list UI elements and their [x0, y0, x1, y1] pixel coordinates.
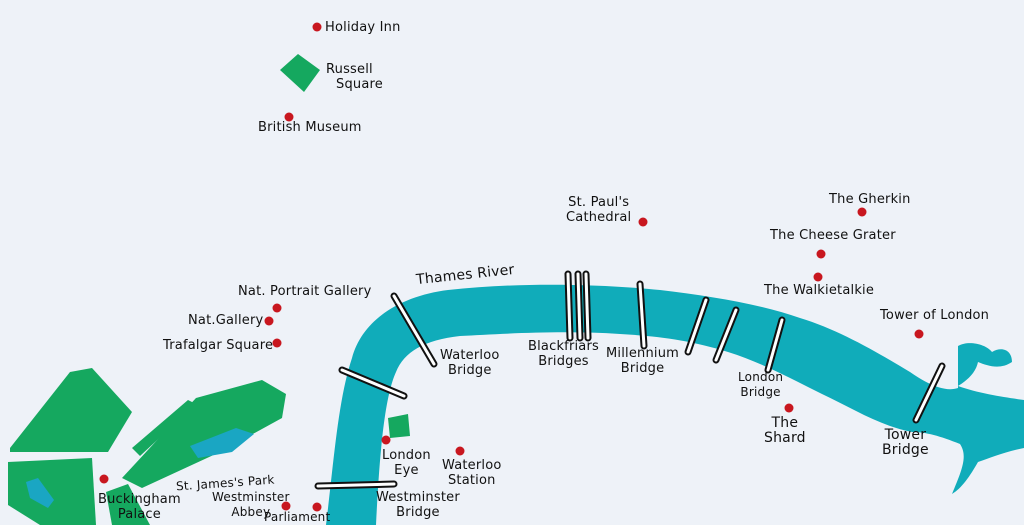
- millennium-bridge-mark: [636, 280, 648, 350]
- tower-of-london-marker: [914, 329, 924, 339]
- cannon-bridge-mark: [712, 306, 740, 364]
- westminster-abbey-marker: [281, 501, 291, 511]
- tower-bridge-mark: [912, 362, 946, 424]
- green-park: [10, 368, 132, 452]
- park-strip: [132, 400, 196, 456]
- waterloo-station-marker: [455, 446, 465, 456]
- holiday-inn-label: Holiday Inn: [325, 20, 401, 35]
- lake-green-park: [26, 478, 54, 508]
- holiday-inn-marker: [312, 22, 322, 32]
- waterloo-bridge-mark: [390, 292, 438, 368]
- blackfriars-bridge-mark-3: [582, 270, 592, 342]
- st-pauls-marker: [638, 217, 648, 227]
- trafalgar-square-marker: [272, 338, 282, 348]
- trafalgar-square-label: Trafalgar Square: [163, 338, 274, 353]
- walkie-talkie-marker: [813, 272, 823, 282]
- southwark-bridge-mark: [684, 296, 710, 356]
- buckingham-palace-marker: [99, 474, 109, 484]
- london-bridge-mark: [764, 316, 786, 374]
- portrait-gallery-marker: [272, 303, 282, 313]
- british-museum-marker: [284, 112, 294, 122]
- westminster-bridge-mark: [314, 480, 398, 490]
- cheese-grater-label: The Cheese Grater: [770, 228, 896, 243]
- parliament-marker: [312, 502, 322, 512]
- parliament-label: Parliament: [264, 510, 331, 524]
- gherkin-marker: [857, 207, 867, 217]
- lake-st-james: [190, 428, 254, 458]
- gherkin-label: The Gherkin: [829, 192, 911, 207]
- walkie-talkie-label: The Walkietalkie: [764, 283, 875, 298]
- bridges: [314, 270, 946, 490]
- hungerford-bridge-mark: [338, 366, 408, 400]
- jubilee-gardens: [388, 414, 410, 438]
- british-museum-label: British Museum: [258, 120, 362, 135]
- thames-river: [326, 284, 1024, 525]
- blackfriars-bridge-mark-2: [574, 270, 584, 342]
- palace-garden: [106, 484, 150, 525]
- shard-marker: [784, 403, 794, 413]
- portrait-gallery-label: Nat. Portrait Gallery: [238, 284, 372, 299]
- blackfriars-bridge-mark-1: [564, 270, 574, 342]
- st-james-park: [122, 380, 286, 488]
- russell-square-park: [280, 54, 320, 92]
- national-gallery-label: Nat.Gallery: [188, 313, 264, 328]
- tower-of-london-label: Tower of London: [880, 308, 990, 323]
- cheese-grater-marker: [816, 249, 826, 259]
- london-eye-marker: [381, 435, 391, 445]
- hyde-park-strip: [8, 458, 96, 525]
- national-gallery-marker: [264, 316, 274, 326]
